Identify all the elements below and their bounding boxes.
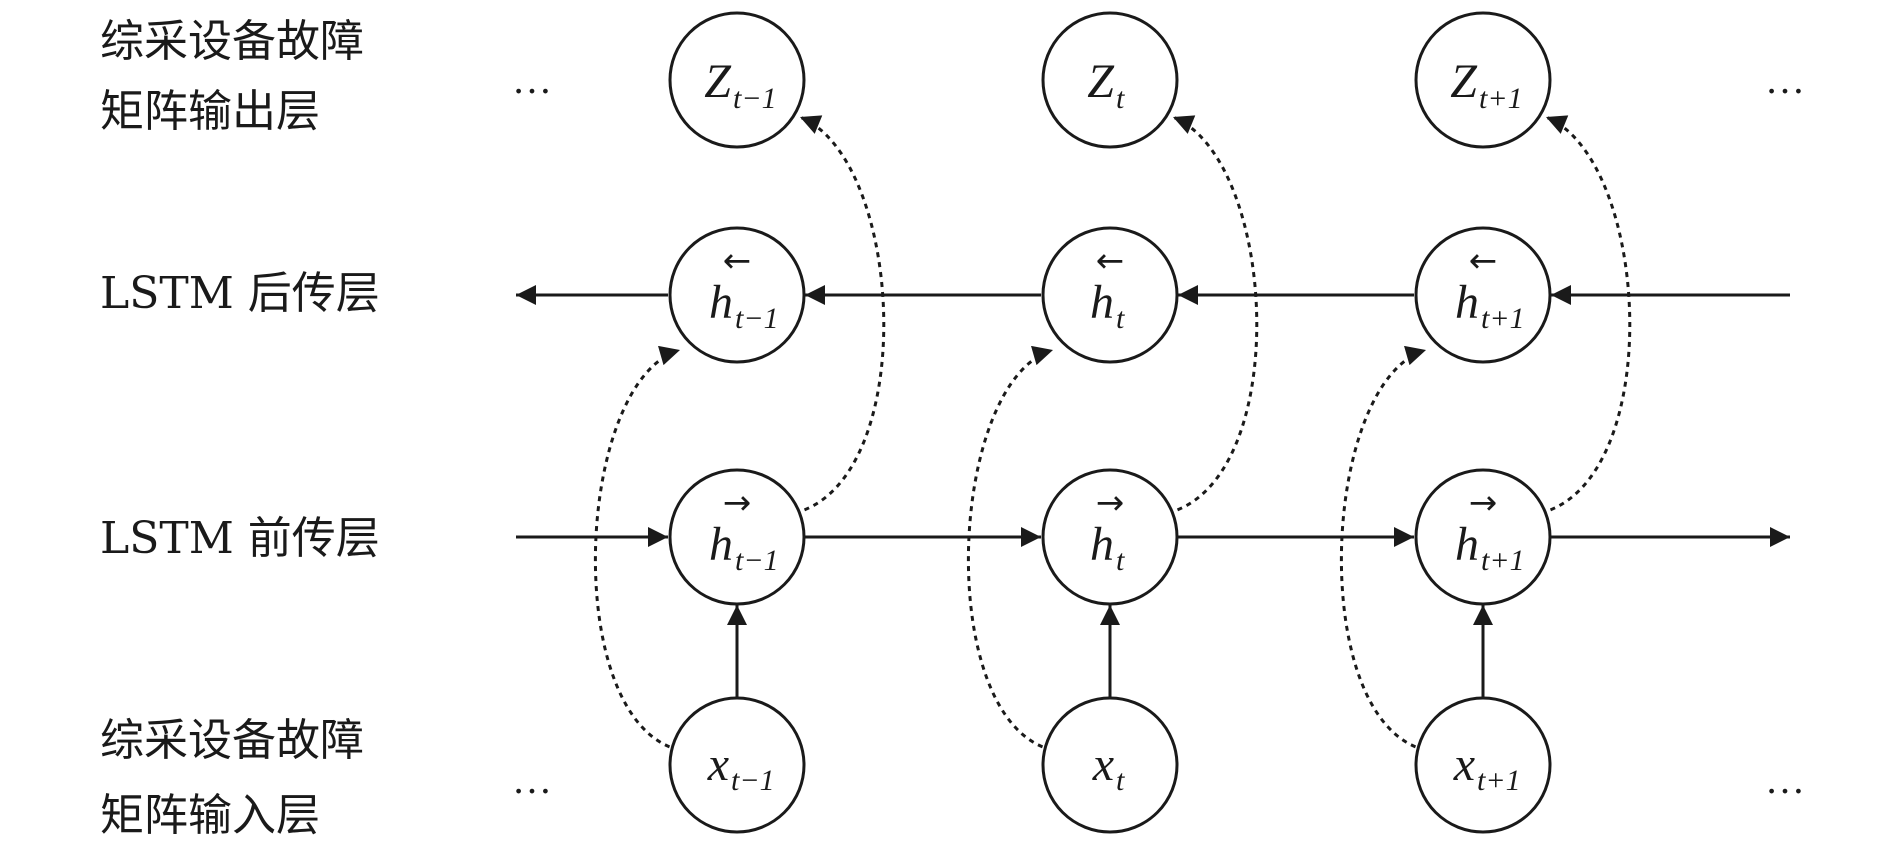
forward-to-output-link-tm1	[794, 115, 886, 515]
backward-node-t: ← h t	[1041, 226, 1179, 364]
input-node-sub: t	[1116, 764, 1125, 797]
left-arrow-icon: ←	[1469, 241, 1498, 281]
output-node-sub: t	[1116, 82, 1125, 115]
input-layer-label-line2: 矩阵输入层	[100, 790, 320, 841]
input-to-backward-link-t1	[1340, 345, 1427, 752]
forward-node-t: → h t	[1041, 468, 1179, 606]
backward-node-var: h	[1090, 276, 1114, 329]
output-layer-label-line2: 矩阵输出层	[100, 86, 320, 137]
left-arrow-icon: ←	[723, 241, 752, 281]
right-arrow-icon: →	[1469, 483, 1498, 523]
input-to-backward-link-tm1	[594, 345, 681, 752]
input-ellipsis-left: …	[512, 757, 552, 802]
right-arrow-icon: →	[723, 483, 752, 523]
left-arrow-icon: ←	[1096, 241, 1125, 281]
backward-node-tm1: ← h t−1	[668, 226, 806, 364]
output-node-var: Z	[704, 55, 732, 108]
backward-node-var: h	[709, 276, 733, 329]
output-node-sub: t−1	[733, 82, 777, 115]
input-ellipsis-right: …	[1765, 757, 1805, 802]
forward-node-var: h	[1455, 518, 1479, 571]
forward-node-var: h	[709, 518, 733, 571]
output-node-sub: t+1	[1479, 82, 1523, 115]
input-to-backward-link-t	[967, 345, 1054, 752]
output-ellipsis-left: …	[512, 57, 552, 102]
forward-node-var: h	[1090, 518, 1114, 571]
output-node-var: Z	[1450, 55, 1478, 108]
forward-to-output-link-t1	[1540, 115, 1632, 515]
forward-node-sub: t	[1116, 544, 1125, 577]
output-node-tm1: Z t−1	[668, 11, 806, 149]
forward-node-tm1: → h t−1	[668, 468, 806, 606]
forward-layer-label: LSTM 前传层	[100, 513, 380, 564]
backward-node-sub: t+1	[1481, 302, 1525, 335]
input-node-tm1: x t−1	[668, 696, 806, 834]
input-node-var: x	[707, 738, 729, 791]
output-node-t1: Z t+1	[1414, 11, 1552, 149]
backward-layer-label: LSTM 后传层	[100, 268, 380, 319]
backward-node-sub: t	[1116, 302, 1125, 335]
input-node-t1: x t+1	[1414, 696, 1552, 834]
output-layer-label-line1: 综采设备故障	[100, 16, 364, 67]
right-arrow-icon: →	[1096, 483, 1125, 523]
backward-node-t1: ← h t+1	[1414, 226, 1552, 364]
input-node-sub: t−1	[731, 764, 775, 797]
backward-node-sub: t−1	[735, 302, 779, 335]
output-node-var: Z	[1087, 55, 1115, 108]
output-node-t: Z t	[1041, 11, 1179, 149]
forward-node-t1: → h t+1	[1414, 468, 1552, 606]
input-layer-label-line1: 综采设备故障	[100, 715, 364, 766]
input-node-var: x	[1453, 738, 1475, 791]
backward-node-var: h	[1455, 276, 1479, 329]
input-node-t: x t	[1041, 696, 1179, 834]
input-node-sub: t+1	[1477, 764, 1521, 797]
forward-to-output-link-t	[1167, 115, 1259, 515]
output-ellipsis-right: …	[1765, 57, 1805, 102]
forward-node-sub: t+1	[1481, 544, 1525, 577]
input-node-var: x	[1092, 738, 1114, 791]
forward-node-sub: t−1	[735, 544, 779, 577]
